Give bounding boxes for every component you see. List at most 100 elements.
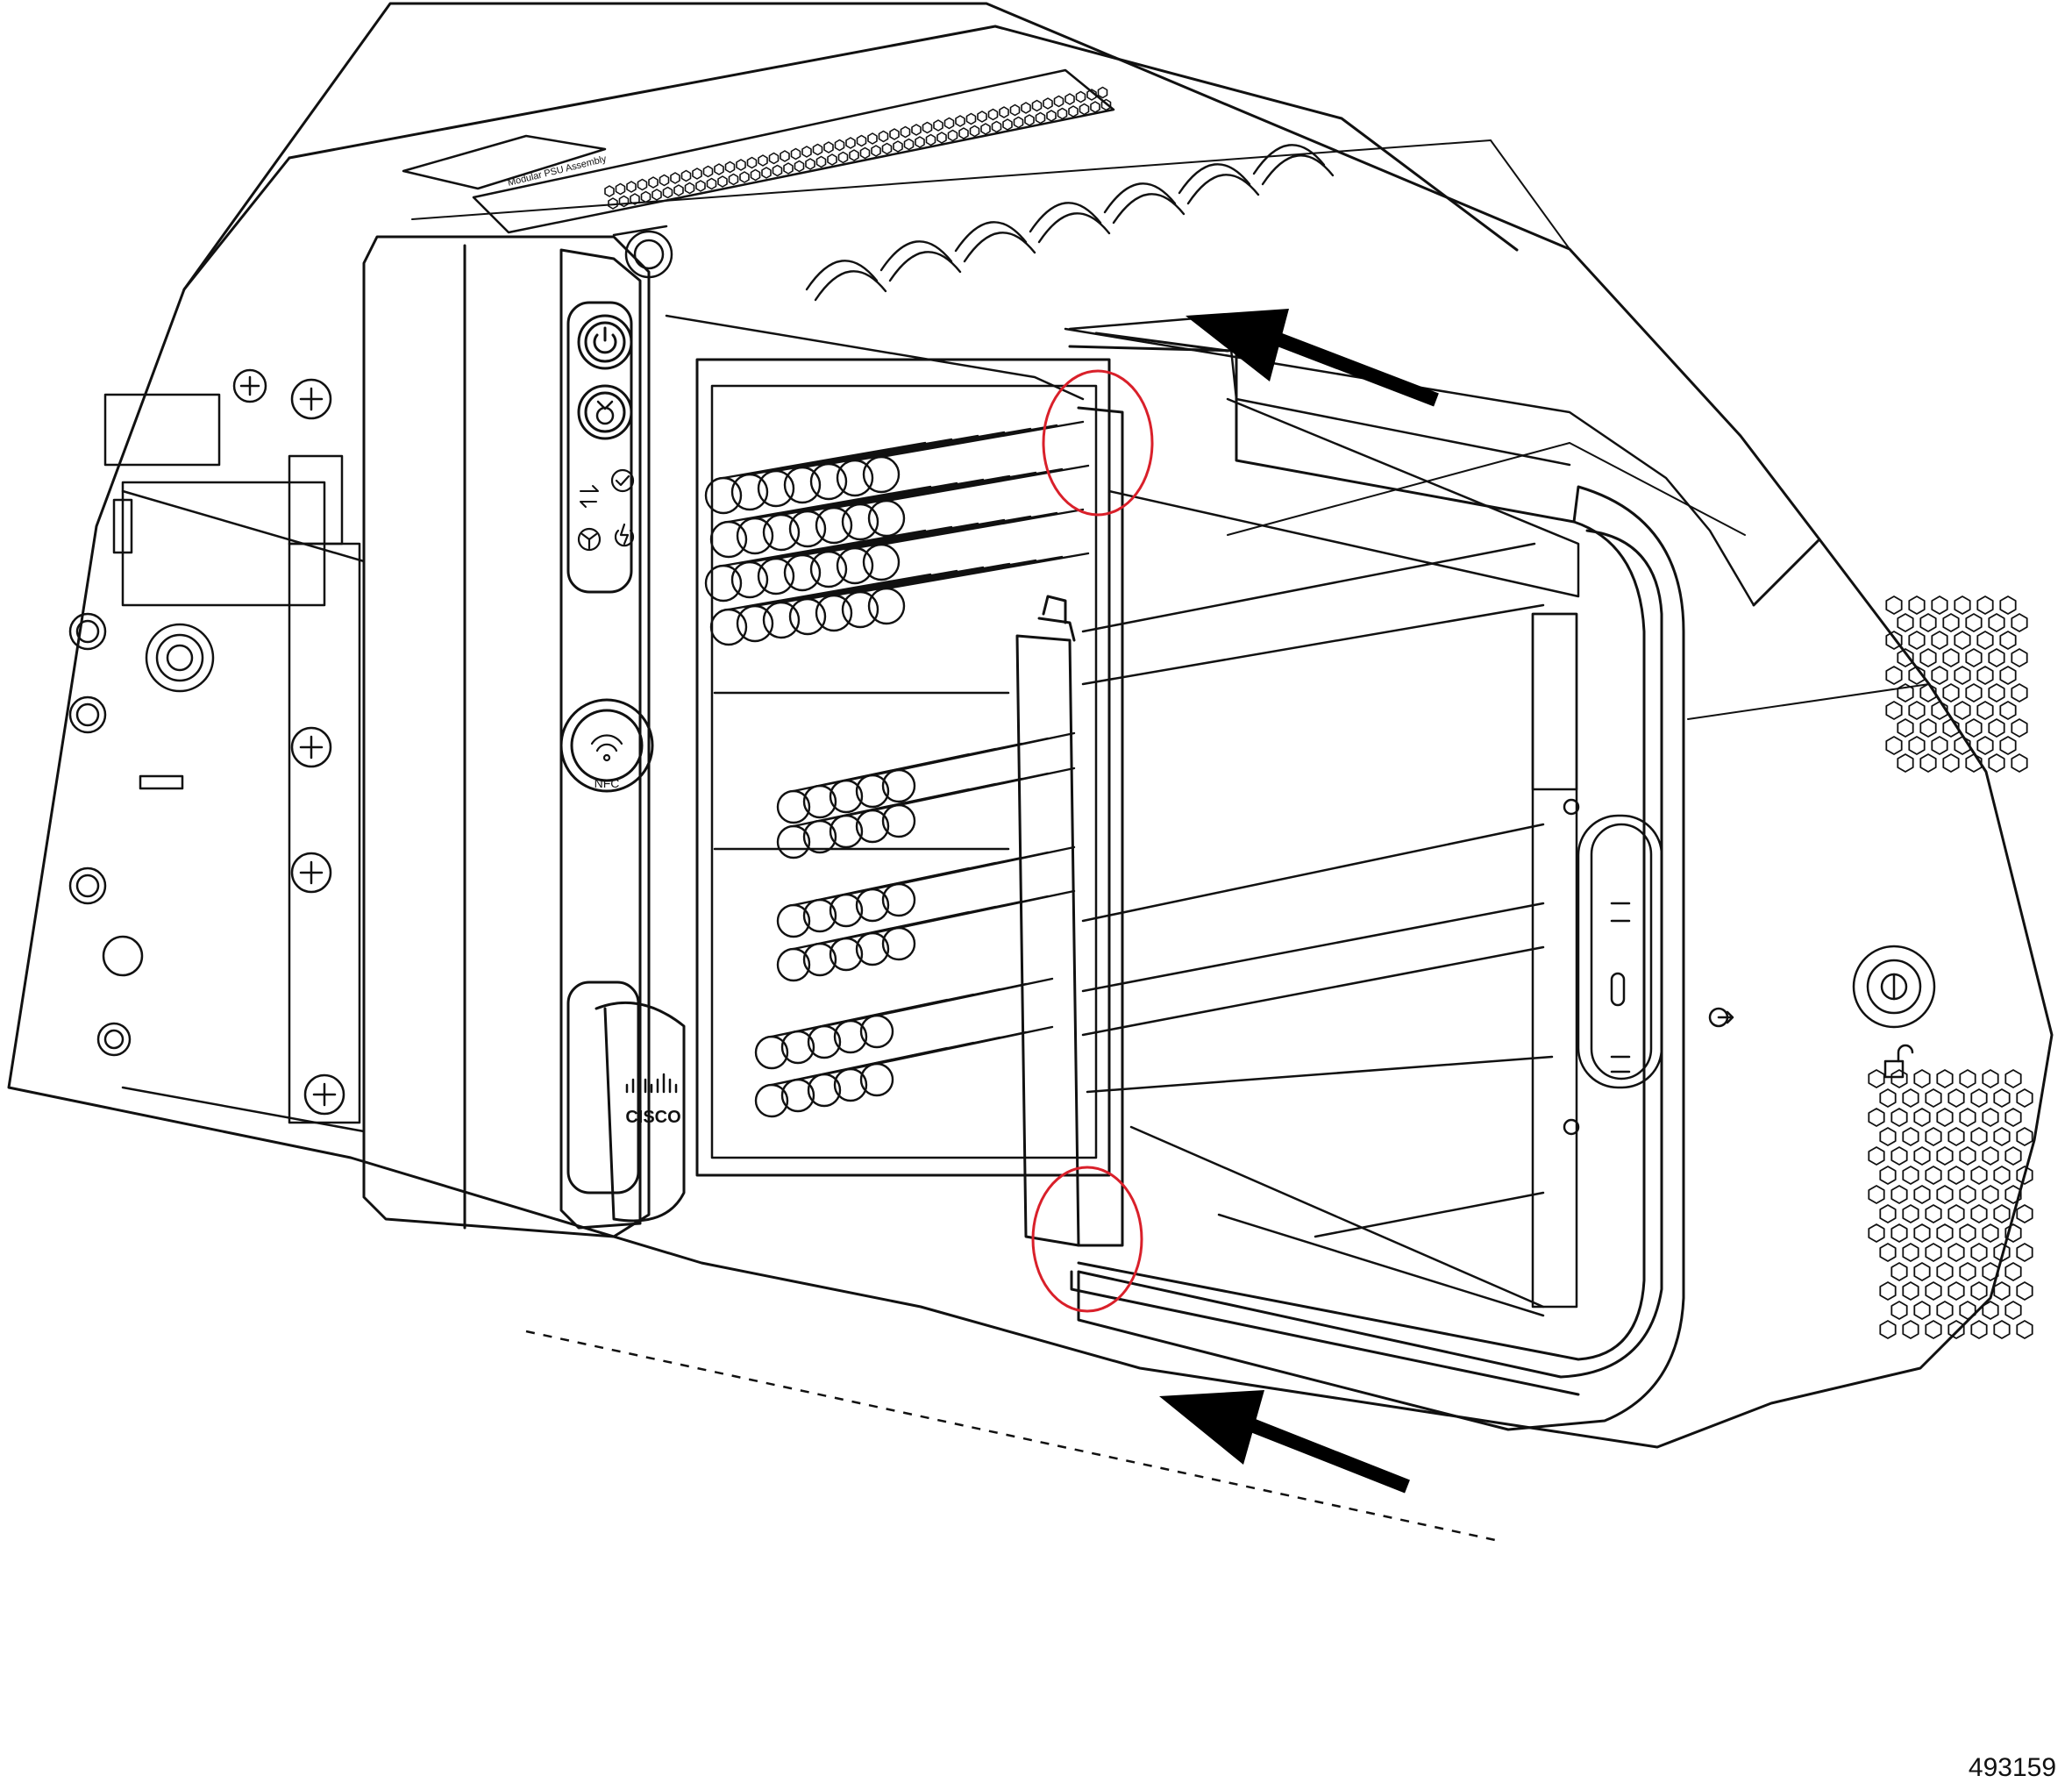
- cable-loop: [1037, 212, 1111, 244]
- vent-hex: [1925, 1320, 1942, 1339]
- grille-hole: [640, 190, 652, 203]
- vent-hex: [1913, 1223, 1931, 1243]
- vent-hex: [1931, 666, 1948, 685]
- locator-icon: [595, 400, 615, 425]
- latch-highlight-circle-bottom: [1031, 1166, 1143, 1313]
- grille-hole: [1086, 89, 1097, 101]
- vent-hex: [1919, 648, 1937, 667]
- tube-end: [862, 543, 901, 581]
- vent-hex: [1902, 1243, 1919, 1262]
- grille-hole: [805, 158, 815, 170]
- vent-hex: [1868, 1185, 1885, 1204]
- grille-hole: [706, 177, 717, 190]
- grille-hole: [911, 124, 922, 136]
- grille-hole: [1021, 102, 1031, 114]
- grille-hole: [936, 132, 947, 144]
- vent-hex: [1902, 1204, 1919, 1223]
- cable-loop: [1029, 202, 1102, 233]
- grille-hole: [1090, 101, 1100, 113]
- vent-hex: [1908, 631, 1926, 650]
- vent-hex: [1879, 1204, 1897, 1223]
- grille-hole: [1013, 116, 1024, 129]
- grille-hole: [943, 117, 955, 130]
- cable-loop: [1103, 182, 1177, 214]
- vent-hex: [1976, 701, 1994, 720]
- grille-hole: [1035, 111, 1046, 125]
- cable-loop: [1186, 174, 1260, 205]
- vent-hex: [1897, 753, 1914, 773]
- grille-hole: [1100, 98, 1112, 111]
- unlock-icon: [1883, 1044, 1914, 1079]
- vent-hex: [1999, 736, 2017, 755]
- cable-loop: [1112, 193, 1186, 225]
- grille-hole: [1097, 86, 1108, 99]
- psu-icon: [614, 523, 635, 547]
- vent-hex: [1988, 718, 2005, 738]
- grille-hole: [878, 130, 889, 143]
- vent-hex: [1942, 613, 1960, 632]
- grille-hole: [630, 193, 640, 205]
- top-grille: [604, 86, 1112, 210]
- alignment-guide-line: [525, 1330, 1500, 1543]
- vent-hex: [1942, 648, 1960, 667]
- vent-hex: [1993, 1204, 2011, 1223]
- vent-hex: [1959, 1146, 1976, 1166]
- vent-hex: [1890, 1185, 1908, 1204]
- grille-hole: [1024, 114, 1035, 126]
- vent-hex: [2004, 1223, 2022, 1243]
- vent-hex: [1890, 1301, 1908, 1320]
- vent-hex: [2016, 1243, 2033, 1262]
- grille-hole: [615, 182, 626, 196]
- grille-hole: [673, 184, 684, 196]
- tube-end: [867, 587, 906, 625]
- grille-hole: [1075, 90, 1086, 103]
- grille-hole: [969, 125, 980, 138]
- vent-hex: [1902, 1127, 1919, 1146]
- vent-hex: [2011, 648, 2028, 667]
- vent-hex: [1936, 1069, 1954, 1088]
- vent-hex: [1982, 1069, 1999, 1088]
- vent-hex: [1919, 683, 1937, 702]
- power-icon: [593, 326, 617, 354]
- vent-hex: [1970, 1243, 1988, 1262]
- vent-hex: [1999, 666, 2017, 685]
- vent-hex: [1965, 683, 1983, 702]
- vent-hex: [2004, 1108, 2022, 1127]
- grille-hole: [1043, 97, 1053, 110]
- vent-hex: [1942, 683, 1960, 702]
- check-icon: [610, 468, 635, 493]
- grille-hole: [780, 150, 790, 162]
- vent-hex: [1879, 1281, 1897, 1301]
- vent-hex: [1959, 1301, 1976, 1320]
- grille-hole: [1031, 99, 1043, 112]
- vent-hex: [1913, 1301, 1931, 1320]
- grille-hole: [739, 171, 750, 183]
- vent-hex: [1925, 1281, 1942, 1301]
- vent-hex: [1879, 1127, 1897, 1146]
- grille-hole: [823, 141, 834, 153]
- hex-vent-grille: [1868, 595, 2033, 1339]
- vent-hex: [2004, 1185, 2022, 1204]
- vent-hex: [1970, 1320, 1988, 1339]
- vent-hex: [2011, 683, 2028, 702]
- vent-hex: [1919, 718, 1937, 738]
- vent-hex: [1999, 595, 2017, 615]
- cable-loop: [954, 221, 1028, 253]
- vent-hex: [2004, 1069, 2022, 1088]
- vent-hex: [1925, 1127, 1942, 1146]
- vent-hex: [1982, 1223, 1999, 1243]
- tube-body: [897, 767, 1076, 807]
- nfc-icon: [590, 734, 623, 762]
- vent-hex: [2011, 718, 2028, 738]
- grille-hole: [849, 149, 859, 161]
- grille-hole: [736, 159, 746, 171]
- grille-hole: [991, 120, 1002, 133]
- grille-hole: [790, 147, 801, 160]
- vent-hex: [2004, 1146, 2022, 1166]
- grille-hole: [626, 181, 637, 193]
- grille-hole: [947, 129, 958, 142]
- vent-hex: [1879, 1166, 1897, 1185]
- vent-hex: [1925, 1088, 1942, 1108]
- cisco-brand-label: CISCO: [625, 1108, 680, 1127]
- network-icon: [580, 485, 599, 508]
